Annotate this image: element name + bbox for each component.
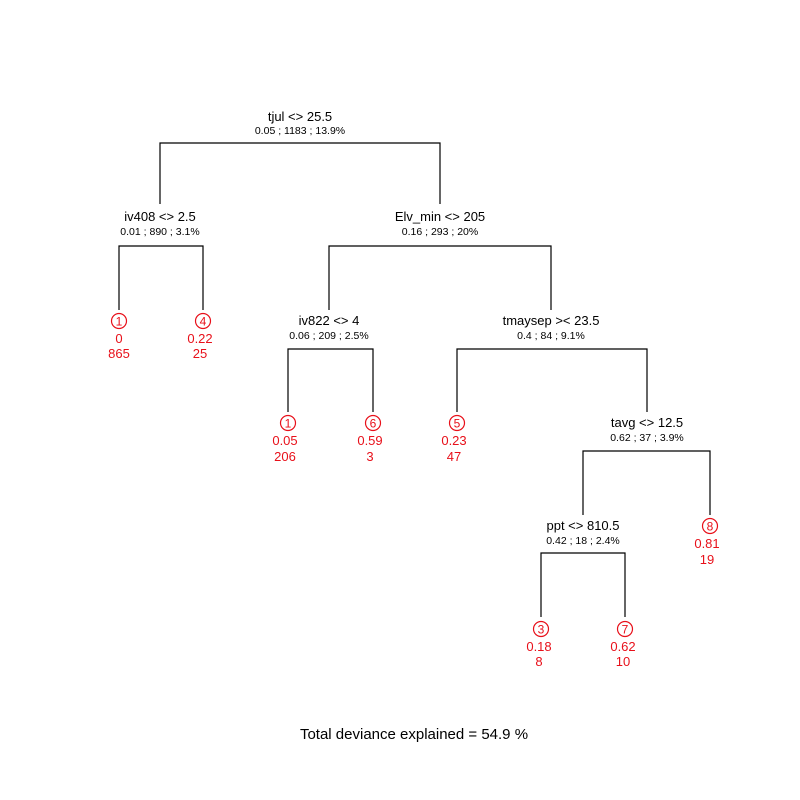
leaf-value: 0.05 bbox=[272, 433, 297, 448]
leaf-value: 0.62 bbox=[610, 639, 635, 654]
leaf-count: 47 bbox=[447, 449, 461, 464]
leaf-node: 5 0.23 47 bbox=[441, 414, 467, 464]
split-label: ppt <> 810.5 bbox=[546, 518, 619, 533]
branch-iv408 bbox=[118, 245, 204, 310]
leaf-id-circle bbox=[110, 312, 128, 330]
leaf-count: 8 bbox=[535, 654, 542, 669]
branch-tmaysep bbox=[456, 348, 648, 412]
leaf-node: 6 0.59 3 bbox=[357, 414, 383, 464]
leaf-count: 19 bbox=[700, 552, 714, 567]
leaf-node: 8 0.81 19 bbox=[694, 517, 720, 567]
split-stats: 0.16 ; 293 ; 20% bbox=[402, 226, 478, 238]
leaf-node: 1 0.05 206 bbox=[272, 414, 298, 464]
leaf-value: 0.23 bbox=[441, 433, 466, 448]
leaf-id: 3 bbox=[538, 623, 545, 637]
split-node-elv-min: Elv_min <> 205 0.16 ; 293 ; 20% bbox=[395, 209, 485, 238]
leaf-id-circle bbox=[279, 414, 297, 432]
split-label: iv822 <> 4 bbox=[299, 313, 360, 328]
leaf-id-circle bbox=[616, 620, 634, 638]
leaf-nodes: 1 0 865 4 0.22 25 1 0.05 206 6 0.59 3 5 … bbox=[108, 312, 720, 669]
leaf-count: 3 bbox=[366, 449, 373, 464]
leaf-id-circle bbox=[364, 414, 382, 432]
split-stats: 0.4 ; 84 ; 9.1% bbox=[517, 330, 585, 342]
leaf-value: 0.18 bbox=[526, 639, 551, 654]
split-node-iv822: iv822 <> 4 0.06 ; 209 ; 2.5% bbox=[289, 313, 368, 342]
split-node-ppt: ppt <> 810.5 0.42 ; 18 ; 2.4% bbox=[546, 518, 620, 547]
leaf-count: 206 bbox=[274, 449, 296, 464]
leaf-id-circle bbox=[194, 312, 212, 330]
leaf-id: 1 bbox=[116, 315, 123, 329]
branch-iv822 bbox=[287, 348, 374, 412]
leaf-node: 4 0.22 25 bbox=[187, 312, 213, 361]
leaf-value: 0 bbox=[115, 331, 122, 346]
leaf-count: 865 bbox=[108, 346, 130, 361]
split-node-iv408: iv408 <> 2.5 0.01 ; 890 ; 3.1% bbox=[120, 209, 199, 238]
leaf-value: 0.59 bbox=[357, 433, 382, 448]
split-label: tmaysep >< 23.5 bbox=[503, 313, 600, 328]
split-stats: 0.06 ; 209 ; 2.5% bbox=[289, 330, 368, 342]
split-label: tavg <> 12.5 bbox=[611, 415, 683, 430]
branch-root bbox=[159, 142, 441, 204]
split-node-tavg: tavg <> 12.5 0.62 ; 37 ; 3.9% bbox=[610, 415, 684, 444]
deviance-caption: Total deviance explained = 54.9 % bbox=[300, 726, 528, 743]
leaf-node: 7 0.62 10 bbox=[610, 620, 636, 669]
leaf-id-circle bbox=[448, 414, 466, 432]
split-label: tjul <> 25.5 bbox=[268, 109, 332, 124]
split-stats: 0.01 ; 890 ; 3.1% bbox=[120, 226, 199, 238]
split-label: Elv_min <> 205 bbox=[395, 209, 485, 224]
leaf-id-circle bbox=[701, 517, 719, 535]
split-node-root: tjul <> 25.5 0.05 ; 1183 ; 13.9% bbox=[255, 109, 345, 137]
leaf-id: 4 bbox=[200, 315, 207, 329]
split-node-tmaysep: tmaysep >< 23.5 0.4 ; 84 ; 9.1% bbox=[503, 313, 600, 342]
leaf-id-circle bbox=[532, 620, 550, 638]
tree-branches bbox=[118, 142, 711, 617]
leaf-id: 8 bbox=[707, 520, 714, 534]
leaf-id: 1 bbox=[285, 417, 292, 431]
leaf-node: 1 0 865 bbox=[108, 312, 130, 361]
leaf-value: 0.81 bbox=[694, 536, 719, 551]
leaf-count: 25 bbox=[193, 346, 207, 361]
split-stats: 0.05 ; 1183 ; 13.9% bbox=[255, 125, 345, 137]
branch-ppt bbox=[540, 552, 626, 617]
split-stats: 0.42 ; 18 ; 2.4% bbox=[546, 535, 620, 547]
branch-elv-min bbox=[328, 245, 552, 310]
branch-tavg bbox=[582, 450, 711, 515]
split-label: iv408 <> 2.5 bbox=[124, 209, 196, 224]
leaf-id: 7 bbox=[622, 623, 629, 637]
leaf-id: 6 bbox=[370, 417, 377, 431]
split-stats: 0.62 ; 37 ; 3.9% bbox=[610, 432, 684, 444]
leaf-id: 5 bbox=[454, 417, 461, 431]
leaf-node: 3 0.18 8 bbox=[526, 620, 552, 669]
leaf-value: 0.22 bbox=[187, 331, 212, 346]
leaf-count: 10 bbox=[616, 654, 630, 669]
